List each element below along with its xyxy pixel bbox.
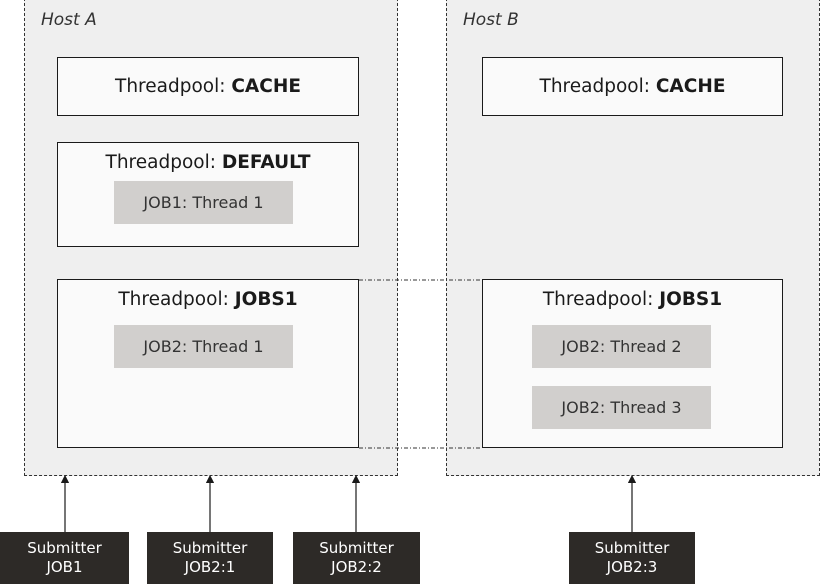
- threadpool-title: Threadpool: DEFAULT: [58, 152, 358, 173]
- threadpool-title-prefix: Threadpool:: [105, 152, 222, 173]
- submitter-job1: Submitter JOB1: [0, 532, 129, 584]
- submitter-label: Submitter: [27, 539, 102, 557]
- threadpool-name: CACHE: [655, 76, 726, 97]
- threadpool-title-prefix: Threadpool:: [542, 289, 660, 310]
- threadpool-title-prefix: Threadpool:: [539, 76, 656, 97]
- threadpool-title: Threadpool: JOBS1: [58, 289, 358, 310]
- host-b-label: Host B: [463, 10, 519, 30]
- submitter-label: Submitter: [594, 539, 670, 557]
- threadpool-title: Threadpool: JOBS1: [483, 289, 782, 310]
- submitter-job: JOB2:2: [331, 558, 382, 576]
- host-b-threadpool-cache: Threadpool: CACHE: [482, 57, 783, 116]
- threadpool-name: CACHE: [231, 76, 301, 97]
- submitter-job: JOB1: [46, 558, 83, 576]
- host-a-threadpool-cache: Threadpool: CACHE: [57, 57, 359, 116]
- thread-job1-1: JOB1: Thread 1: [114, 181, 293, 224]
- threadpool-title: Threadpool: CACHE: [58, 76, 358, 97]
- threadpool-title-prefix: Threadpool:: [115, 76, 232, 97]
- submitter-job2-2: Submitter JOB2:2: [293, 532, 420, 584]
- submitter-label: Submitter: [172, 539, 248, 557]
- threadpool-name: JOBS1: [659, 289, 723, 310]
- host-a-threadpool-jobs1: Threadpool: JOBS1 JOB2: Thread 1: [57, 279, 359, 448]
- host-b-threadpool-jobs1: Threadpool: JOBS1 JOB2: Thread 2 JOB2: T…: [482, 279, 783, 448]
- threadpool-title-prefix: Threadpool:: [118, 289, 235, 310]
- thread-job2-3: JOB2: Thread 3: [532, 386, 711, 429]
- host-a-threadpool-default: Threadpool: DEFAULT JOB1: Thread 1: [57, 142, 359, 247]
- threadpool-name: JOBS1: [234, 289, 298, 310]
- submitter-job2-3: Submitter JOB2:3: [569, 532, 695, 584]
- submitter-job: JOB2:3: [606, 558, 658, 576]
- thread-job2-2: JOB2: Thread 2: [532, 325, 711, 368]
- thread-job2-1: JOB2: Thread 1: [114, 325, 293, 368]
- submitter-job: JOB2:1: [184, 558, 236, 576]
- submitter-label: Submitter: [319, 539, 394, 557]
- threadpool-title: Threadpool: CACHE: [483, 76, 782, 97]
- threadpool-name: DEFAULT: [221, 152, 311, 173]
- host-a-label: Host A: [41, 10, 97, 30]
- submitter-job2-1: Submitter JOB2:1: [147, 532, 273, 584]
